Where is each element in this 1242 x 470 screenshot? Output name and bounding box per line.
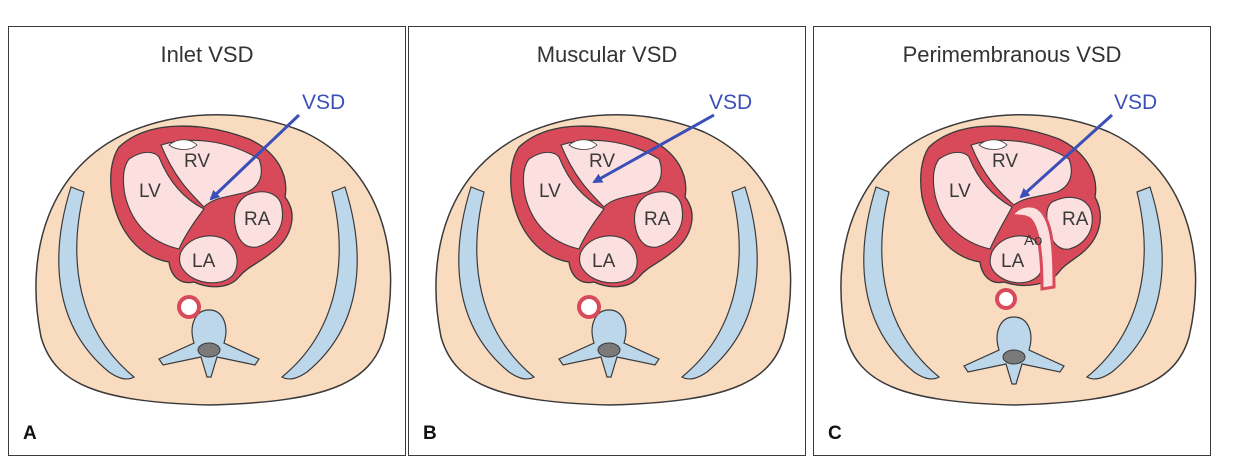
ao-label: Ao xyxy=(1024,232,1042,249)
lv-chamber xyxy=(122,151,205,250)
right-rib xyxy=(280,186,358,380)
vsd-arrow xyxy=(209,113,301,201)
lv-chamber xyxy=(932,151,1013,250)
perimembranous-vsd-diagram: VSD RV LV RA Ao LA xyxy=(840,91,1197,406)
right-rib xyxy=(680,186,758,380)
descending-aorta xyxy=(177,295,201,319)
ra-label: RA xyxy=(1062,209,1089,230)
ra-label: RA xyxy=(244,209,271,230)
ra-label: RA xyxy=(644,209,671,230)
panel-inlet-vsd: Inlet VSD VSD RV LV RA LA A xyxy=(8,26,406,456)
spinal-cord xyxy=(197,342,221,358)
vsd-arrow xyxy=(592,113,715,184)
ra-chamber xyxy=(233,191,284,248)
rv-trabeculation xyxy=(568,139,598,150)
left-rib xyxy=(458,186,536,380)
left-rib xyxy=(58,186,136,380)
muscular-vsd-diagram: VSD RV LV RA LA xyxy=(435,91,792,406)
panel-perimembranous-vsd: Perimembranous VSD VSD RV LV RA Ao LA C xyxy=(813,26,1211,456)
inlet-vsd-diagram: VSD RV LV RA LA xyxy=(35,91,392,406)
rv-chamber xyxy=(160,139,262,208)
spinal-cord xyxy=(597,342,621,358)
rv-label: RV xyxy=(992,151,1018,172)
lv-label: LV xyxy=(139,181,161,202)
lv-chamber xyxy=(522,151,605,250)
aortic-root xyxy=(1009,204,1056,291)
ra-chamber xyxy=(633,191,684,248)
la-chamber xyxy=(578,235,638,284)
descending-aorta xyxy=(577,295,601,319)
la-label: LA xyxy=(1001,251,1025,272)
panel-muscular-vsd: Muscular VSD VSD RV LV RA LA B xyxy=(408,26,806,456)
la-chamber xyxy=(178,235,238,284)
panel-letter: A xyxy=(23,423,37,444)
vsd-label: VSD xyxy=(302,91,345,114)
rv-trabeculation xyxy=(168,139,198,150)
panel-title: Perimembranous VSD xyxy=(902,42,1122,67)
la-label: LA xyxy=(192,251,216,272)
la-chamber xyxy=(989,235,1045,284)
lv-label: LV xyxy=(539,181,561,202)
vsd-arrow xyxy=(1019,113,1114,199)
vsd-label: VSD xyxy=(709,91,752,114)
descending-aorta xyxy=(995,288,1017,310)
panel-title: Inlet VSD xyxy=(160,42,254,67)
rv-trabeculation xyxy=(978,139,1008,150)
right-rib xyxy=(1085,186,1163,380)
panel-title: Muscular VSD xyxy=(536,42,678,67)
rv-label: RV xyxy=(589,151,615,172)
vsd-label: VSD xyxy=(1114,91,1157,114)
panel-letter: B xyxy=(423,423,437,444)
left-rib xyxy=(863,186,941,380)
rv-chamber xyxy=(970,139,1072,206)
la-label: LA xyxy=(592,251,616,272)
panel-letter: C xyxy=(828,423,842,444)
rv-label: RV xyxy=(184,151,210,172)
lv-label: LV xyxy=(949,181,971,202)
spinal-cord xyxy=(1002,349,1026,365)
